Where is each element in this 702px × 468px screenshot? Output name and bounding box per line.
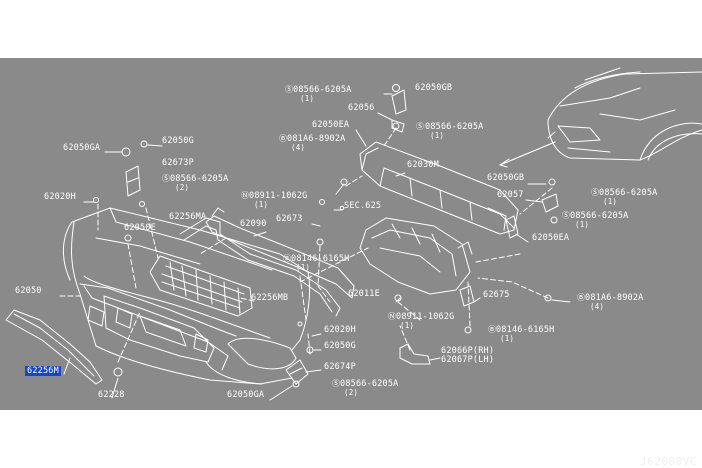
part-label[interactable]: 081A6-8902A (287, 134, 346, 144)
part-label[interactable]: 62050EA (312, 120, 350, 130)
part-label[interactable]: 08146-6165H (496, 325, 555, 335)
quantity-label[interactable]: (2) (175, 183, 190, 192)
part-label[interactable]: 62050EA (532, 233, 570, 243)
part-label[interactable]: 62020H (324, 325, 356, 335)
part-label[interactable]: 62066P(RH) (441, 346, 495, 356)
part-label[interactable]: 08146-6165H (291, 254, 350, 264)
quantity-label[interactable]: (2) (344, 388, 359, 397)
s-circle-icon: Ⓢ (162, 174, 170, 183)
part-label[interactable]: 62673 (276, 214, 303, 224)
part-label[interactable]: 62057 (497, 190, 524, 200)
part-label[interactable]: 08566-6205A (425, 122, 484, 132)
bumper-reinforcement (359, 141, 519, 235)
small-brackets (125, 89, 559, 385)
part-label[interactable]: 62020H (44, 192, 76, 202)
quantity-label[interactable]: (1) (296, 263, 311, 272)
leader-lines (59, 127, 553, 363)
part-label[interactable]: 62673P (162, 158, 194, 168)
quantity-label[interactable]: (4) (291, 143, 306, 152)
diagram-code: J62000VC (640, 455, 697, 468)
grille-upper (179, 207, 341, 317)
part-label[interactable]: 62050GA (63, 143, 101, 153)
part-label[interactable]: 62050G (162, 136, 194, 146)
part-label[interactable]: 62090 (240, 219, 267, 229)
b-circle-icon: Ⓑ (577, 293, 585, 302)
part-label[interactable]: 62050G (324, 341, 356, 351)
grille-mesh-lower (149, 255, 253, 317)
s-circle-icon: Ⓢ (416, 122, 424, 131)
part-label[interactable]: 62067P(LH) (441, 355, 495, 365)
b-circle-icon: Ⓑ (488, 325, 496, 334)
quantity-label[interactable]: (1) (254, 200, 269, 209)
quantity-label[interactable]: (1) (603, 197, 618, 206)
part-label[interactable]: 08911-1062G (396, 312, 455, 322)
part-label[interactable]: 081A6-8902A (585, 293, 644, 303)
part-label[interactable]: 08566-6205A (340, 379, 399, 389)
part-label-highlighted[interactable]: 62256M (25, 366, 61, 376)
bumper-fascia (63, 207, 311, 385)
n-circle-icon: Ⓝ (388, 312, 396, 321)
b-circle-icon: Ⓑ (283, 254, 291, 263)
s-circle-icon: Ⓢ (332, 379, 340, 388)
part-label[interactable]: 08911-1062G (249, 191, 308, 201)
quantity-label[interactable]: (1) (300, 94, 315, 103)
part-label[interactable]: 62050GA (227, 390, 265, 400)
s-circle-icon: Ⓢ (591, 188, 599, 197)
s-circle-icon: Ⓢ (285, 85, 293, 94)
part-label[interactable]: 62030M (407, 160, 439, 170)
front-bumper-exploded-view (5, 67, 702, 401)
quantity-label[interactable]: (1) (500, 334, 515, 343)
part-label[interactable]: 62050E (124, 223, 156, 233)
callout-lines (63, 93, 571, 401)
under-cover (359, 217, 473, 295)
energy-absorber (205, 215, 355, 299)
part-label[interactable]: 62056 (348, 103, 375, 113)
part-label[interactable]: 08566-6205A (293, 85, 352, 95)
lip-spoiler (5, 309, 103, 385)
n-circle-icon: Ⓝ (241, 191, 249, 200)
quantity-label[interactable]: (1) (400, 321, 415, 330)
part-label[interactable]: 62050 (15, 286, 42, 296)
b-circle-icon: Ⓑ (279, 134, 287, 143)
part-label[interactable]: 62256MB (251, 293, 289, 303)
part-label[interactable]: 62675 (483, 290, 510, 300)
part-label[interactable]: 08566-6205A (170, 174, 229, 184)
quantity-label[interactable]: (1) (430, 131, 445, 140)
part-label[interactable]: 62228 (98, 390, 125, 400)
part-label[interactable]: 08566-6205A (570, 211, 629, 221)
part-label[interactable]: 62256MA (169, 212, 207, 222)
part-label[interactable]: 62050GB (487, 173, 525, 183)
part-label[interactable]: 62011E (348, 289, 380, 299)
part-label[interactable]: SEC.625 (344, 201, 382, 211)
quantity-label[interactable]: (1) (575, 220, 590, 229)
vehicle-reference-drawing (547, 67, 702, 161)
s-circle-icon: Ⓢ (562, 211, 570, 220)
part-label[interactable]: 08566-6205A (599, 188, 658, 198)
part-label[interactable]: 62050GB (415, 83, 453, 93)
quantity-label[interactable]: (4) (590, 302, 605, 311)
part-label[interactable]: 62674P (324, 362, 356, 372)
